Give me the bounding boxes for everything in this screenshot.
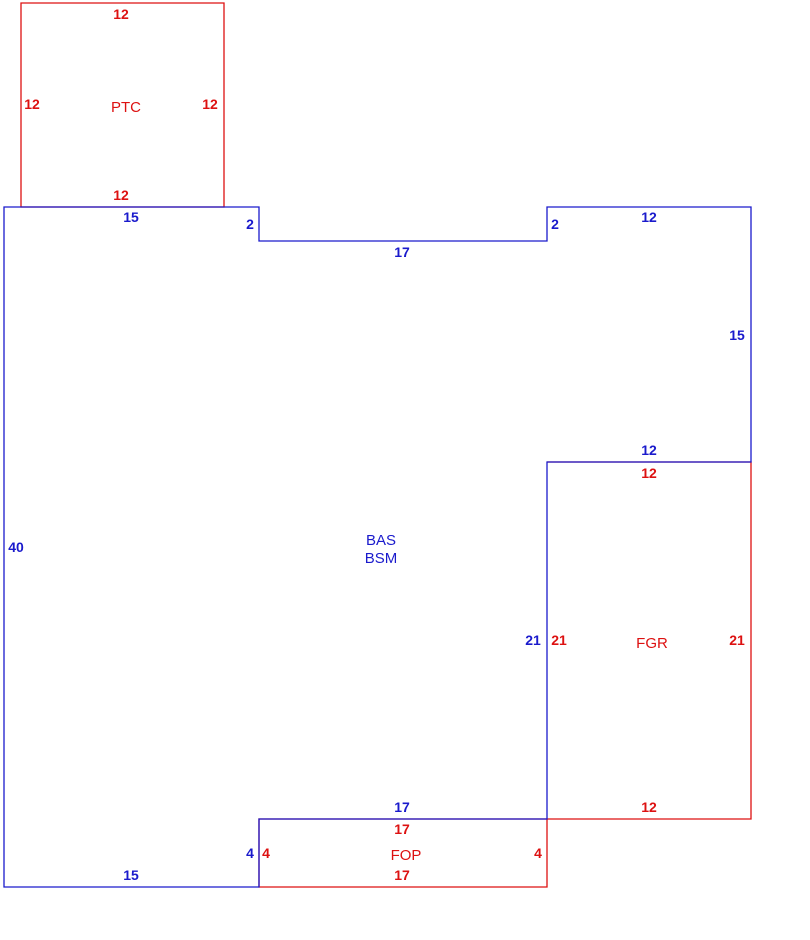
main-dim-bottom-middle: 17: [394, 799, 410, 815]
fgr-dim-right: 21: [729, 632, 745, 648]
fop-dim-bottom: 17: [394, 867, 410, 883]
main-building-outline: [3, 206, 752, 888]
fop-labels: 17 4 4 17 FOP: [262, 821, 542, 883]
main-dim-right-upper: 15: [729, 327, 745, 343]
fgr-dim-top: 12: [641, 465, 657, 481]
ptc-labels: 12 12 12 12 PTC: [24, 6, 218, 203]
fop-area-code: FOP: [391, 847, 422, 864]
main-dim-step: 4: [246, 845, 254, 861]
fgr-labels: 12 21 21 12 FGR: [551, 465, 745, 815]
main-dim-bottom-left: 15: [123, 867, 139, 883]
main-dim-notch-bottom: 17: [394, 244, 410, 260]
fop-dim-right: 4: [534, 845, 542, 861]
main-dim-left: 40: [8, 539, 24, 555]
ptc-dim-left: 12: [24, 96, 40, 112]
main-dim-wing-bottom: 12: [641, 442, 657, 458]
fop-dim-left: 4: [262, 845, 270, 861]
main-dim-notch-left: 2: [246, 216, 254, 232]
main-area-labels: 15 2 17 2 12 15 12 21 17 4 15 40 BAS BSM: [8, 209, 745, 883]
main-dim-top-right: 12: [641, 209, 657, 225]
fgr-dim-bottom: 12: [641, 799, 657, 815]
main-dim-top-left: 15: [123, 209, 139, 225]
ptc-area-code: PTC: [111, 99, 141, 116]
ptc-dim-bottom: 12: [113, 187, 129, 203]
main-area-code-bsm: BSM: [365, 550, 398, 567]
fgr-dim-left: 21: [551, 632, 567, 648]
main-area-code-bas: BAS: [366, 532, 396, 549]
fop-dim-top: 17: [394, 821, 410, 837]
ptc-dim-right: 12: [202, 96, 218, 112]
fgr-area-code: FGR: [636, 635, 668, 652]
main-dim-inner-right: 21: [525, 632, 541, 648]
ptc-dim-top: 12: [113, 6, 129, 22]
main-dim-notch-right: 2: [551, 216, 559, 232]
